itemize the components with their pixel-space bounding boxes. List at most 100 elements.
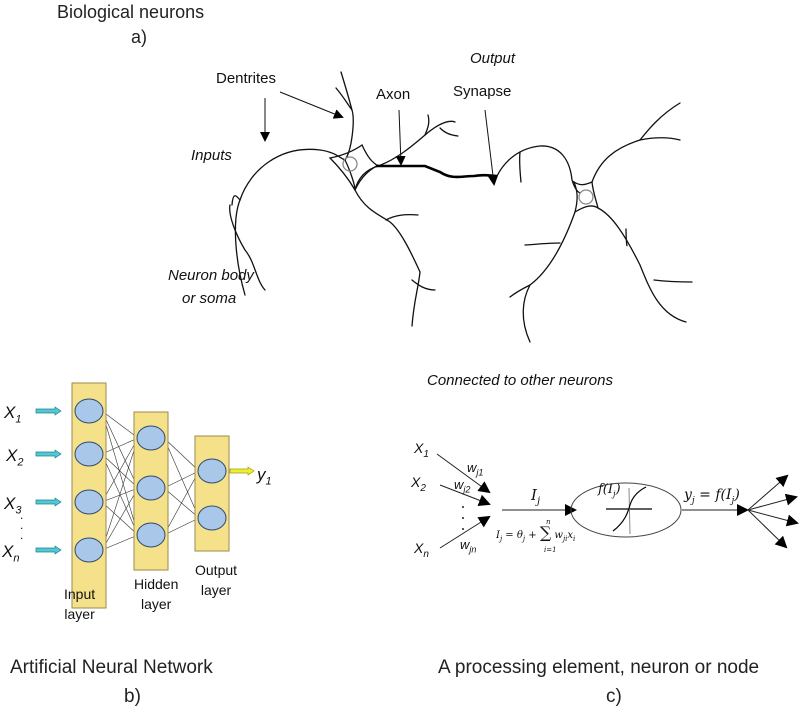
connected-label: Connected to other neurons xyxy=(427,372,613,389)
input-arrow-icon xyxy=(35,497,62,507)
connection-edge xyxy=(101,410,139,536)
fanout-arrow-3 xyxy=(747,509,799,527)
weight-wjn: wjn xyxy=(460,537,477,555)
ann-input-dots: ... xyxy=(20,508,24,542)
soma-label-line2: or soma xyxy=(182,290,237,307)
input-node xyxy=(74,441,104,467)
ann-input-x1: X1 xyxy=(4,403,22,426)
hidden-node xyxy=(136,475,166,501)
dendrite xyxy=(439,127,459,137)
input-edge-1 xyxy=(436,453,491,494)
connection-edge xyxy=(101,437,139,503)
fanout-arrow-1 xyxy=(747,474,789,511)
input-node xyxy=(74,398,104,424)
inputs-label: Inputs xyxy=(191,147,232,164)
connection-edge xyxy=(163,470,200,489)
input-arrow-icon xyxy=(35,545,62,555)
output-node xyxy=(197,458,227,484)
output-node xyxy=(197,505,227,531)
dot xyxy=(462,506,464,508)
ann-input-x2: X2 xyxy=(6,446,24,469)
output-formula: yj = f(Ij) xyxy=(684,487,740,506)
dentrites-arrow-2 xyxy=(279,91,344,119)
input-edge-n xyxy=(439,515,491,549)
connection-edge xyxy=(101,410,139,489)
connection-edge xyxy=(101,534,139,551)
dendrite xyxy=(411,271,421,327)
dendrite xyxy=(335,87,353,111)
activation-y-axis xyxy=(628,487,631,535)
dendrite xyxy=(234,148,346,296)
fanout-arrow-4 xyxy=(747,509,788,549)
dendrite xyxy=(229,204,266,291)
dendrite xyxy=(518,151,522,183)
dendrite xyxy=(344,159,421,273)
connection-edge xyxy=(101,487,139,551)
input-edge-2 xyxy=(439,484,491,506)
activation-label: f(Ij) xyxy=(598,482,621,499)
sum-lower: i=1 xyxy=(544,546,557,554)
soma-label-line1: Neuron body xyxy=(168,267,254,284)
net-input-label: Ij xyxy=(531,486,541,507)
panel-a-title: Biological neurons xyxy=(57,2,205,22)
connection-edge xyxy=(101,453,139,489)
connection-edge xyxy=(163,517,200,536)
activation-curve xyxy=(612,486,647,532)
pe-input-x2: X2 xyxy=(411,474,426,494)
panel-b-letter: b) xyxy=(124,686,141,707)
dendrite xyxy=(653,279,693,283)
nucleus xyxy=(578,189,594,205)
output-layer-box xyxy=(194,435,230,552)
neuron-node xyxy=(570,482,682,538)
dendrite xyxy=(424,114,430,136)
connection-edge xyxy=(101,437,139,455)
input-arrow-icon xyxy=(35,449,62,459)
pe-input-x1: X1 xyxy=(414,440,429,460)
synapse-arrow xyxy=(484,109,498,186)
connection-edge xyxy=(101,437,139,551)
dendrite xyxy=(231,195,241,206)
axon-arrow xyxy=(395,109,406,166)
dot xyxy=(462,517,464,519)
input-node xyxy=(74,537,104,563)
dendrite xyxy=(385,214,419,221)
axon-label: Axon xyxy=(376,86,411,103)
panel-b-title: Artificial Neural Network xyxy=(10,657,213,678)
fanout-arrow-2 xyxy=(747,493,798,511)
dentrites-label: Dentrites xyxy=(216,70,277,87)
dendrite xyxy=(625,228,628,247)
nucleus xyxy=(342,156,358,172)
hidden-node xyxy=(136,522,166,548)
dendrite xyxy=(411,279,436,291)
weight-wj1: wj1 xyxy=(467,460,484,478)
connection-edge xyxy=(163,437,200,519)
dot xyxy=(462,528,464,530)
connection-edge xyxy=(163,437,200,472)
sum-upper: n xyxy=(546,518,551,526)
panel-c-title: A processing element, neuron or node xyxy=(438,657,760,678)
input-node xyxy=(74,489,104,515)
panel-c-letter: c) xyxy=(606,686,622,707)
ann-input-xn: Xn xyxy=(2,542,20,565)
net-input-formula: Ij = θj + ∑ wjixi xyxy=(496,523,576,543)
hidden-node xyxy=(136,425,166,451)
dendrite xyxy=(639,102,681,141)
dendrite xyxy=(522,284,531,343)
connection-edge xyxy=(101,487,139,503)
panel-a-letter: a) xyxy=(131,27,148,47)
synapse-label: Synapse xyxy=(453,83,512,100)
connection-edge xyxy=(163,470,200,536)
ann-input-x3: X3 xyxy=(4,494,22,517)
ann-output-y1: y1 xyxy=(257,465,272,488)
weight-wj2: wj2 xyxy=(454,477,471,495)
dendrite xyxy=(524,242,561,246)
dendrite xyxy=(597,207,687,323)
output-label: Output xyxy=(470,50,516,67)
output-arrow-icon xyxy=(229,466,255,476)
pe-input-xn: Xn xyxy=(414,540,429,560)
input-arrow-icon xyxy=(35,406,62,416)
